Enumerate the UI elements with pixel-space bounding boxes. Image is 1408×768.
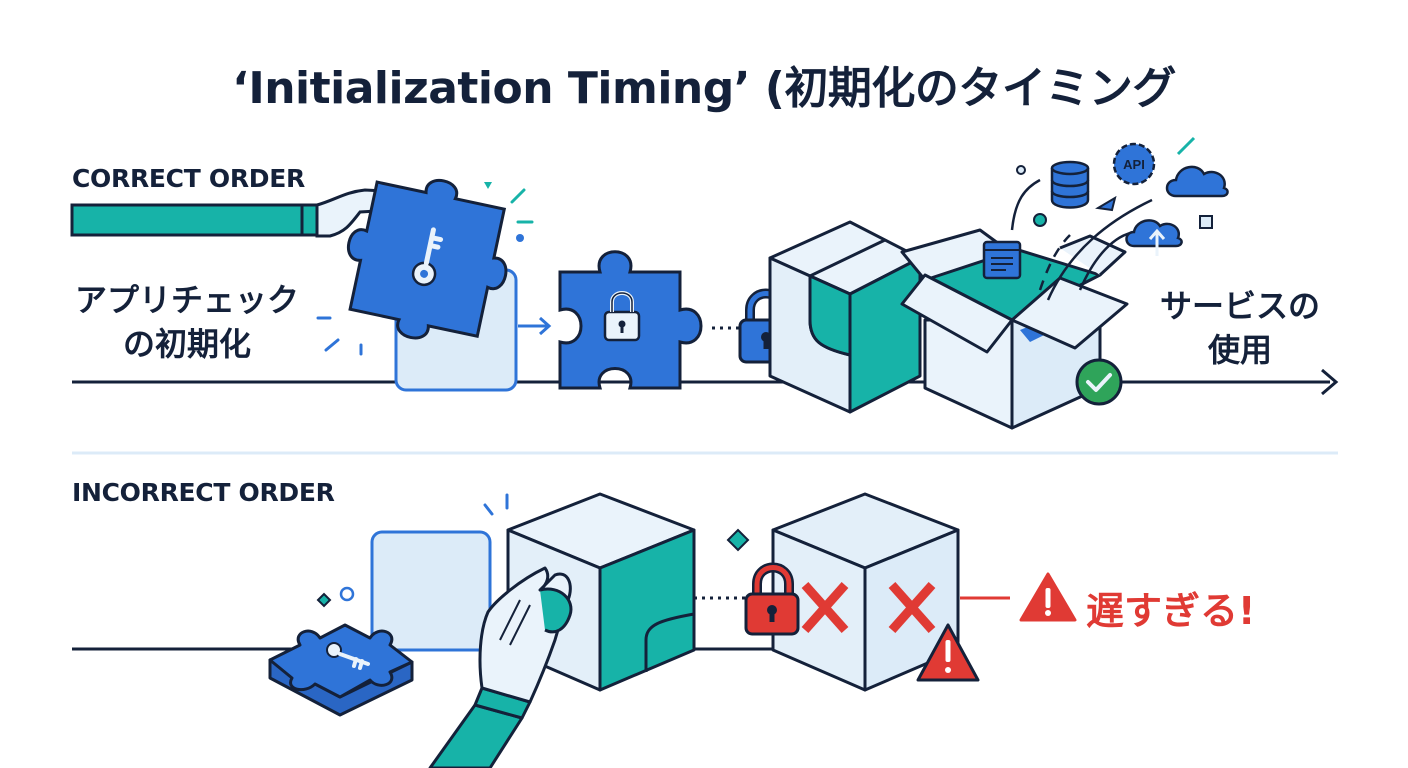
correct-order-label: CORRECT ORDER bbox=[72, 164, 305, 193]
open-box-icon bbox=[900, 228, 1129, 430]
service-use-label: サービスの 使用 bbox=[1140, 284, 1340, 372]
empty-slot-icon bbox=[370, 530, 492, 652]
paper-plane-icon bbox=[1095, 195, 1117, 212]
square-dot-icon bbox=[1199, 215, 1213, 229]
spark-dash bbox=[1176, 136, 1196, 156]
puzzle-key-icon bbox=[346, 178, 508, 340]
api-gear-icon: API bbox=[1112, 142, 1156, 186]
diamond-dot-icon bbox=[726, 528, 750, 552]
arrow-right-icon bbox=[518, 316, 552, 336]
dot-icon bbox=[1033, 213, 1047, 227]
diamond-dot-icon bbox=[316, 592, 332, 608]
cloud-icon bbox=[1165, 165, 1229, 198]
warning-triangle-icon bbox=[1019, 572, 1077, 622]
ring-dot-icon bbox=[339, 586, 355, 602]
motion-sparks bbox=[483, 493, 509, 516]
page-title: ‘Initialization Timing’ (初期化のタイミング bbox=[232, 63, 1176, 114]
database-icon bbox=[1050, 160, 1090, 209]
puzzle-key-icon bbox=[268, 623, 414, 717]
puzzle-lock-icon bbox=[558, 250, 703, 390]
service-use-line1: サービスの bbox=[1159, 287, 1320, 325]
check-circle-icon bbox=[1075, 358, 1123, 406]
app-check-init-line2: の初期化 bbox=[122, 325, 251, 363]
cloud-upload-icon bbox=[1125, 219, 1183, 256]
red-padlock-icon bbox=[744, 562, 800, 636]
incorrect-order-label: INCORRECT ORDER bbox=[72, 478, 335, 507]
correct-timeline bbox=[72, 368, 1339, 396]
warning-triangle-icon bbox=[916, 623, 980, 682]
hand-icon bbox=[428, 566, 573, 768]
closed-box-icon bbox=[768, 220, 922, 414]
app-check-init-line1: アプリチェック bbox=[74, 281, 299, 319]
svg-text:API: API bbox=[1123, 157, 1145, 172]
x-mark-icon bbox=[801, 582, 936, 633]
too-late-warning-text: 遅すぎる! bbox=[1086, 589, 1256, 633]
service-use-line2: 使用 bbox=[1207, 331, 1272, 369]
dot-icon bbox=[1016, 165, 1026, 175]
motion-sparks bbox=[316, 182, 534, 356]
app-check-init-label: アプリチェック の初期化 bbox=[62, 278, 312, 366]
document-icon bbox=[982, 240, 1022, 280]
